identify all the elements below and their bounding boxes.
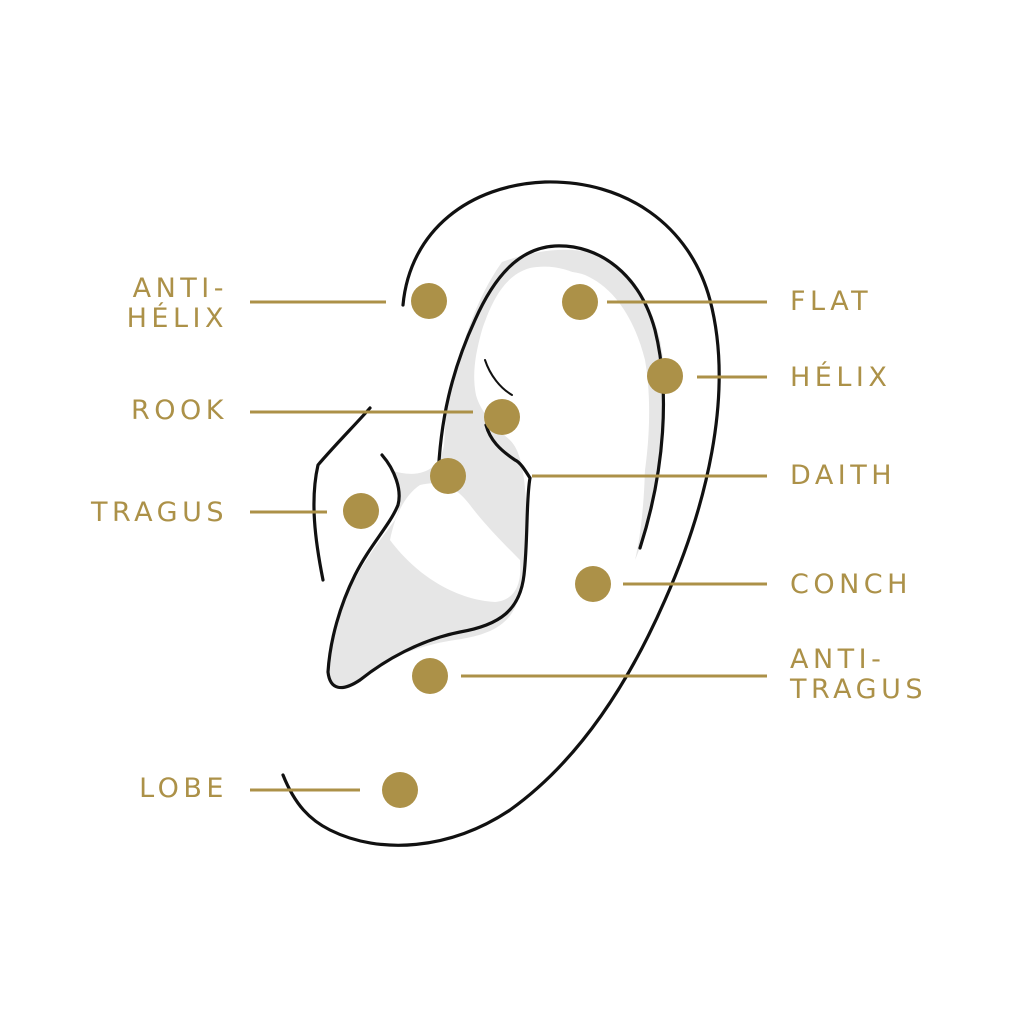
label-conch: CONCH — [790, 570, 912, 600]
piercing-dot-flat — [562, 284, 598, 320]
label-lobe: LOBE — [139, 774, 228, 804]
piercing-dot-anti-tragus — [412, 658, 448, 694]
label-helix: HÉLIX — [790, 363, 891, 393]
piercing-dot-conch — [575, 566, 611, 602]
label-tragus: TRAGUS — [91, 498, 228, 528]
label-anti-tragus: ANTI- TRAGUS — [790, 645, 927, 705]
label-rook: ROOK — [131, 396, 228, 426]
label-anti-helix-line1: ANTI- — [127, 274, 228, 304]
label-daith: DAITH — [790, 461, 896, 491]
label-flat: FLAT — [790, 287, 872, 317]
piercing-dot-daith — [430, 458, 466, 494]
piercing-dot-lobe — [382, 772, 418, 808]
piercing-dot-anti-helix — [411, 283, 447, 319]
label-anti-tragus-line1: ANTI- — [790, 645, 927, 675]
piercing-dot-helix — [647, 358, 683, 394]
piercing-dot-rook — [484, 399, 520, 435]
label-anti-helix-line2: HÉLIX — [127, 304, 228, 334]
label-anti-helix: ANTI- HÉLIX — [127, 274, 228, 334]
label-anti-tragus-line2: TRAGUS — [790, 675, 927, 705]
piercing-dot-tragus — [343, 493, 379, 529]
